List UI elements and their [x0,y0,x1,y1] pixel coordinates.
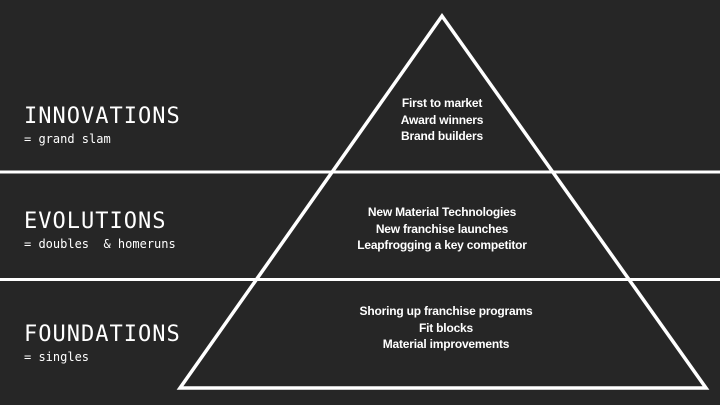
tier-subtitle: = doubles & homeruns [24,237,176,251]
tier-title: EVOLUTIONS [24,209,167,234]
tier-label-evolutions: EVOLUTIONS = doubles & homeruns [24,209,176,252]
tier-item: Leapfrogging a key competitor [357,238,527,252]
tier-items-foundations: Shoring up franchise programs Fit blocks… [326,303,566,353]
tier-label-foundations: FOUNDATIONS = singles [24,322,181,365]
tier-item: Brand builders [401,129,483,143]
tier-title: FOUNDATIONS [24,322,181,347]
tier-label-innovations: INNOVATIONS = grand slam [24,104,181,147]
tier-items-evolutions: New Material Technologies New franchise … [322,204,562,254]
pyramid-triangle [176,12,710,390]
tier-item: New franchise launches [375,221,509,236]
tier-item: Shoring up franchise programs [359,304,533,318]
tier-item: Material improvements [382,337,510,351]
tier-item: First to market [401,96,483,110]
tier-item: Award winners [400,112,484,127]
tier-title: INNOVATIONS [24,104,181,129]
tier-items-innovations: First to market Award winners Brand buil… [322,95,562,145]
tier-subtitle: = grand slam [24,132,111,146]
tier-item: Fit blocks [418,320,473,335]
tier-subtitle: = singles [24,350,90,364]
tier-item: New Material Technologies [367,205,517,219]
